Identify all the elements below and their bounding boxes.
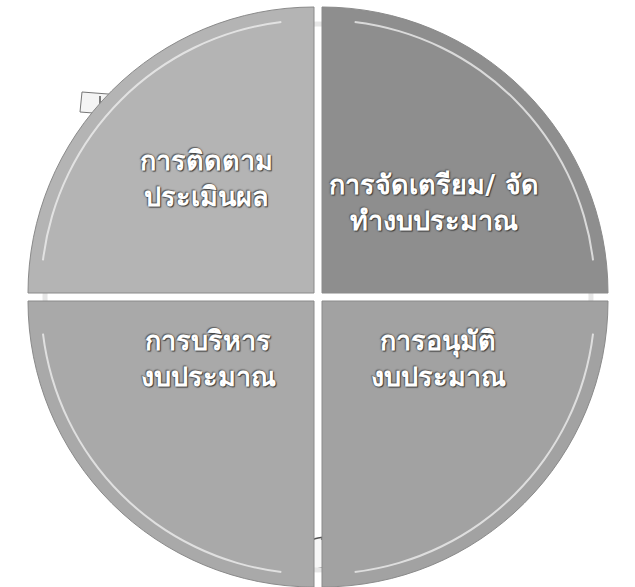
- stage-label: การจัดเตรียม/ จัดทำงบประมาณ: [314, 167, 554, 240]
- stage-label: การติดตาม ประเมินผล: [86, 143, 326, 216]
- quadrant-segment: การอนุมัติ งบประมาณ: [322, 301, 608, 587]
- stage-label: การอนุมัติ งบประมาณ: [318, 323, 558, 396]
- quadrant-group: [322, 7, 608, 293]
- quadrant-segment: การติดตาม ประเมินผล: [28, 7, 314, 293]
- rim-line: [42, 21, 281, 260]
- stage-label: การบริหาร งบประมาณ: [88, 323, 328, 396]
- quadrant-segment: การบริหาร งบประมาณ: [28, 301, 314, 587]
- quadrant-shape: [322, 7, 608, 293]
- quadrant-segment: การจัดเตรียม/ จัดทำงบประมาณ: [322, 7, 608, 293]
- quadrant-fill: [322, 7, 608, 293]
